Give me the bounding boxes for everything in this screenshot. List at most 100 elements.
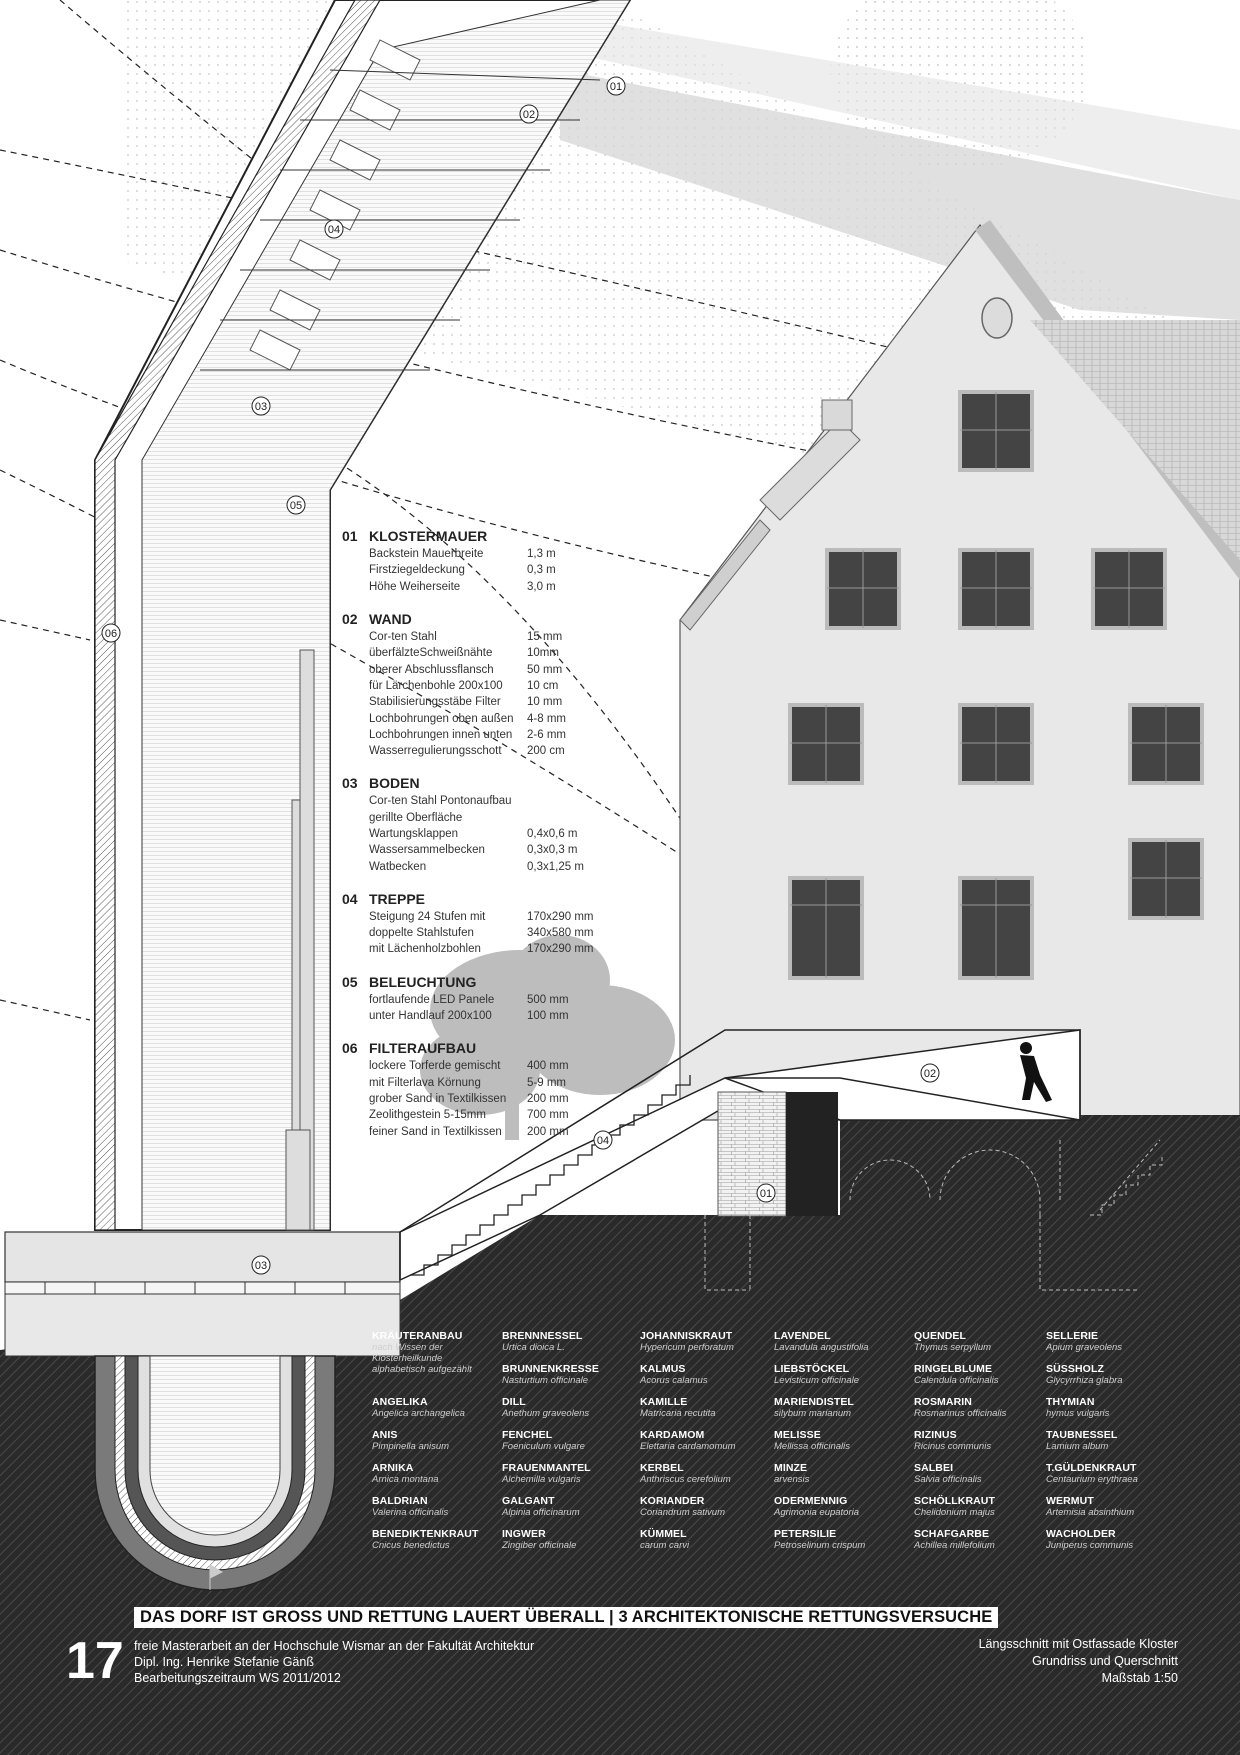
herb-name: WERMUT [1046,1495,1094,1507]
legend-row-value: 0,4x0,6 m [527,828,578,840]
credit-line-3: Bearbeitungszeitraum WS 2011/2012 [134,1671,341,1685]
herb-name: BRENNNESSEL [502,1330,583,1342]
legend-row-value: 15 mm [527,631,563,644]
legend-row: Cor-ten Stahl Pontonaufbau [342,793,662,809]
herb-name: BENEDIKTENKRAUT [372,1528,479,1540]
herb-latin-name: Pimpinella anisum [372,1441,450,1452]
herb-latin-name: Juniperus communis [1046,1540,1134,1551]
legend-row-label: Zeolithgestein 5-15mm [369,1109,486,1122]
callout-floor-03: 03 [255,1260,267,1272]
callout-02: 02 [523,109,535,121]
legend-section-title: FILTERAUFBAU [369,1040,477,1057]
legend-row-value: 170x290 mm [527,943,594,956]
legend-section-title: TREPPE [369,890,426,907]
herb-latin-name: Lamium album [1046,1441,1109,1452]
herb-name: SALBEI [914,1462,954,1474]
legend-row-label: Firstziegeldeckung [369,564,465,577]
herb-name: MARIENDISTEL [774,1396,854,1408]
callout-05: 05 [290,500,302,512]
herb-latin-name: Apium graveolens [1046,1342,1123,1353]
callout-04: 04 [328,224,340,236]
poster-title: DAS DORF IST GROSS UND RETTUNG LAUERT ÜB… [134,1607,999,1628]
legend-row-value: 5-9 mm [527,1076,566,1089]
legend-row: Höhe Weiherseite 3,0 m [342,579,662,595]
herb-name: KALMUS [640,1363,686,1375]
herb-latin-name: Foeniculum vulgare [502,1441,585,1452]
herb-latin-name: Chelidonium majus [914,1507,995,1518]
legend-row-value: 3,0 m [527,580,556,593]
herb-latin-name: Urtica dioica L. [502,1342,565,1353]
legend-row-label: Stabilisierungsstäbe Filter [369,696,501,709]
herb-name: ODERMENNIG [774,1495,848,1507]
legend-row-label: grober Sand in Textilkissen [369,1092,507,1105]
legend-row-value: 170x290 mm [527,910,594,923]
herb-name: ARNIKA [372,1462,414,1474]
legend-section-number: 06 [342,1040,358,1057]
legend-row-value: 0,3x0,3 m [527,844,578,857]
legend-row-value: 200 mm [527,1092,569,1105]
callout-06: 06 [105,628,117,640]
legend-section-number: 05 [342,973,358,990]
legend-row-label: feiner Sand in Textilkissen [369,1125,502,1138]
herb-name: QUENDEL [914,1330,967,1342]
legend-row-value: 200 cm [527,745,565,758]
legend-row-label: gerillte Oberfläche [369,811,463,824]
legend-row-label: Höhe Weiherseite [369,580,461,593]
herb-name: ANIS [372,1429,398,1441]
legend-row-value: 10mm [527,647,559,660]
herb-latin-name: Calendula officinalis [914,1375,999,1386]
herb-latin-name: Valerina officinalis [372,1507,449,1518]
herb-latin-name: Salvia officinalis [914,1474,982,1485]
callout-stair-04: 04 [597,1135,609,1147]
herb-latin-name: silybum marianum [774,1408,852,1419]
callout-wall-01: 01 [760,1188,772,1200]
herb-latin-name: Achillea millefolium [914,1540,995,1551]
herb-name: INGWER [502,1528,546,1540]
legend-section-title: WAND [369,610,412,627]
herb-latin-name: Glycyrrhiza glabra [1046,1375,1123,1386]
herb-name: ANGELIKA [372,1396,428,1408]
herb-name: BRUNNENKRESSE [502,1363,599,1375]
legend-row-value: 340x580 mm [527,927,594,940]
herb-latin-name: carum carvi [640,1540,690,1551]
herb-latin-name: Mellissa officinalis [774,1441,851,1452]
legend-row-value: 0,3 m [527,564,556,577]
